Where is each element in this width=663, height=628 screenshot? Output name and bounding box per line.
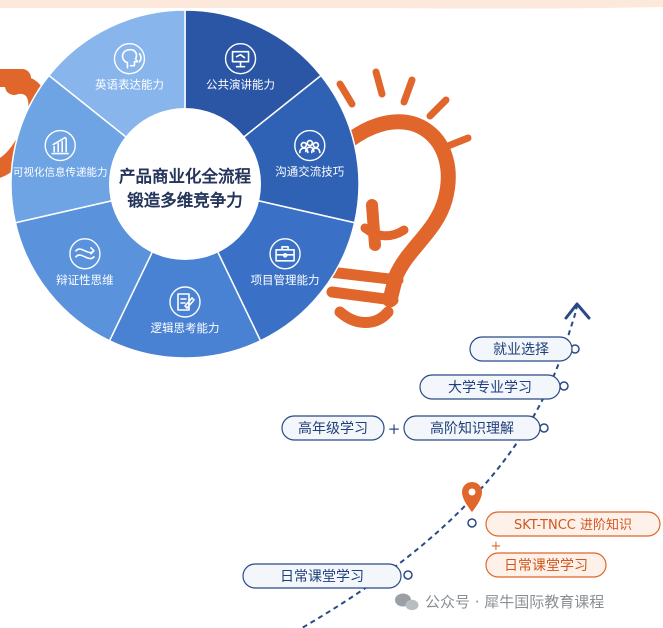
document-pencil-icon	[169, 286, 201, 318]
center-title-line2: 锻造多维竞争力	[127, 190, 243, 210]
step-skt-tncc: SKT-TNCC 进阶知识	[485, 511, 661, 537]
top-banner-strip	[0, 0, 663, 9]
presentation-icon	[224, 42, 257, 75]
step-career-choice-label: 就业选择	[493, 342, 549, 358]
step-career-choice: 就业选择	[469, 336, 573, 362]
step-daily-class-orange-label: 日常课堂学习	[504, 558, 588, 574]
wheel-segment-label: 公共演讲能力	[206, 78, 275, 92]
wheel-segment-label: 可视化信息传递能力	[13, 166, 108, 179]
step-senior-study: 高年级学习	[281, 415, 385, 441]
step-senior-study-label: 高年级学习	[298, 420, 368, 437]
path-node	[403, 570, 413, 580]
location-pin-icon	[462, 482, 482, 512]
wheel-segment-label: 沟通交流技巧	[275, 165, 344, 179]
watermark-text: 公众号 · 犀牛国际教育课程	[425, 593, 604, 611]
step-advanced-knowledge: 高阶知识理解	[403, 415, 541, 441]
step-skt-tncc-label: SKT-TNCC 进阶知识	[514, 517, 632, 533]
wheel-segment-label: 逻辑思考能力	[151, 321, 220, 335]
lightbulb-icon	[324, 68, 472, 328]
bar-chart-icon	[44, 129, 76, 162]
step-daily-class-blue: 日常课堂学习	[242, 563, 402, 589]
path-node	[467, 518, 477, 528]
path-node	[539, 423, 549, 433]
center-title-line1: 产品商业化全流程	[119, 166, 252, 186]
step-daily-class-orange: 日常课堂学习	[485, 552, 607, 578]
wheel-center-circle	[109, 108, 261, 260]
wheel-segment-label: 辩证性思维	[56, 273, 114, 287]
step-daily-class-blue-label: 日常课堂学习	[280, 569, 364, 585]
team-communication-icon	[294, 129, 326, 162]
path-arrow-head-icon	[564, 302, 591, 320]
briefcase-icon	[269, 238, 301, 270]
step-advanced-knowledge-label: 高阶知识理解	[430, 420, 514, 437]
step-university-major-label: 大学专业学习	[448, 380, 532, 396]
path-node	[559, 381, 569, 391]
step-university-major: 大学专业学习	[419, 374, 561, 400]
wheel-segment-label: 项目管理能力	[251, 273, 320, 287]
wechat-icon	[395, 593, 419, 611]
wheel-segment-label: 英语表达能力	[95, 78, 164, 92]
speaking-head-icon	[113, 42, 146, 75]
plus-sign-orange: +	[491, 539, 502, 554]
dialectic-icon	[69, 238, 101, 270]
plus-sign-blue: +	[388, 420, 401, 438]
